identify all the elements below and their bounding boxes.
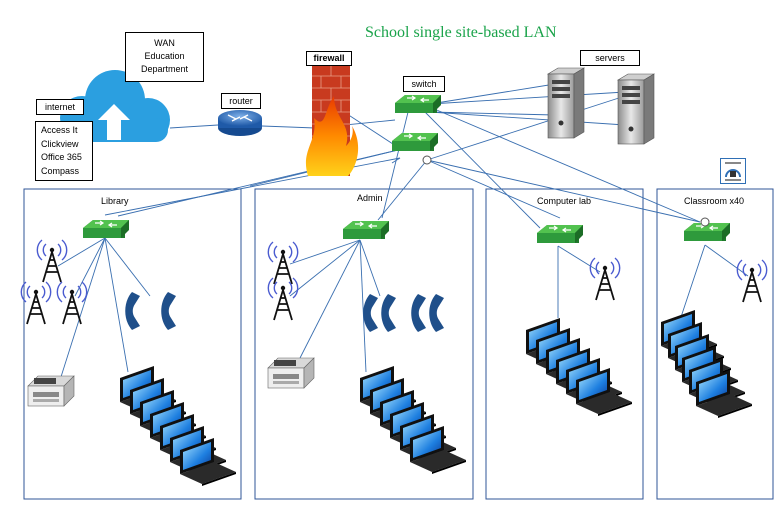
wireless-ap-icon	[36, 239, 68, 283]
switch-label: switch	[403, 76, 445, 92]
wireless-ap-icon	[20, 281, 52, 325]
link-node-icon	[422, 155, 432, 165]
computer-lab-switch-icon	[536, 224, 584, 244]
distribution-switch-icon	[391, 132, 439, 152]
service-item: Compass	[41, 165, 80, 176]
zone-computer-lab-frame	[485, 188, 644, 500]
wireless-ap-icon	[56, 281, 88, 325]
wireless-ap-icon	[267, 277, 299, 321]
laptop-group-icon	[120, 366, 236, 486]
router-label: router	[221, 93, 261, 109]
zone-library-frame	[23, 188, 242, 500]
wan-label-line: Education	[144, 51, 185, 61]
wireless-ap-icon	[736, 259, 768, 303]
servers-label: servers	[580, 50, 640, 66]
ip-phone-icon	[161, 292, 176, 330]
library-switch-icon	[82, 219, 130, 239]
zone-admin-frame	[254, 188, 474, 500]
laptop-group-icon	[526, 318, 632, 416]
core-switch-icon	[394, 94, 442, 114]
laptop-group-icon	[360, 366, 466, 474]
internet-label: internet	[36, 99, 84, 115]
zone-library-title: Library	[101, 196, 129, 206]
admin-switch-icon	[342, 220, 390, 240]
wan-label-line: WAN	[154, 38, 175, 48]
ip-phone-icon	[411, 294, 426, 332]
layout-options-icon[interactable]	[720, 158, 746, 184]
service-item: Office 365	[41, 152, 82, 162]
layout-options-glyph	[725, 162, 741, 181]
ip-phone-icon	[363, 294, 378, 332]
server-icon	[617, 73, 655, 145]
cloud-services-list: Access It Clickview Office 365 Compass	[35, 121, 93, 181]
link-node-icon	[700, 217, 710, 227]
printer-icon	[27, 375, 75, 407]
zone-classroom-frame	[656, 188, 774, 500]
zone-classroom-title: Classroom x40	[684, 196, 745, 206]
server-icon	[547, 67, 585, 139]
diagram-title: School single site-based LAN	[365, 24, 557, 41]
wan-label-line: Department	[140, 64, 189, 74]
ip-phone-icon	[125, 292, 140, 330]
zone-admin-title: Admin	[357, 193, 383, 203]
wan-label: WAN Education Department	[125, 32, 204, 82]
ip-phone-icon	[429, 294, 444, 332]
router-icon	[218, 110, 262, 136]
service-item: Clickview	[41, 138, 79, 149]
firewall-label: firewall	[306, 51, 352, 66]
ip-phone-icon	[381, 294, 396, 332]
network-links	[57, 83, 749, 381]
laptop-group-icon	[661, 310, 752, 418]
wireless-ap-icon	[589, 257, 621, 301]
firewall-icon	[305, 64, 359, 176]
service-item: Access It	[41, 125, 78, 135]
zone-computer-lab-title: Computer lab	[537, 196, 592, 206]
printer-icon	[267, 357, 315, 389]
